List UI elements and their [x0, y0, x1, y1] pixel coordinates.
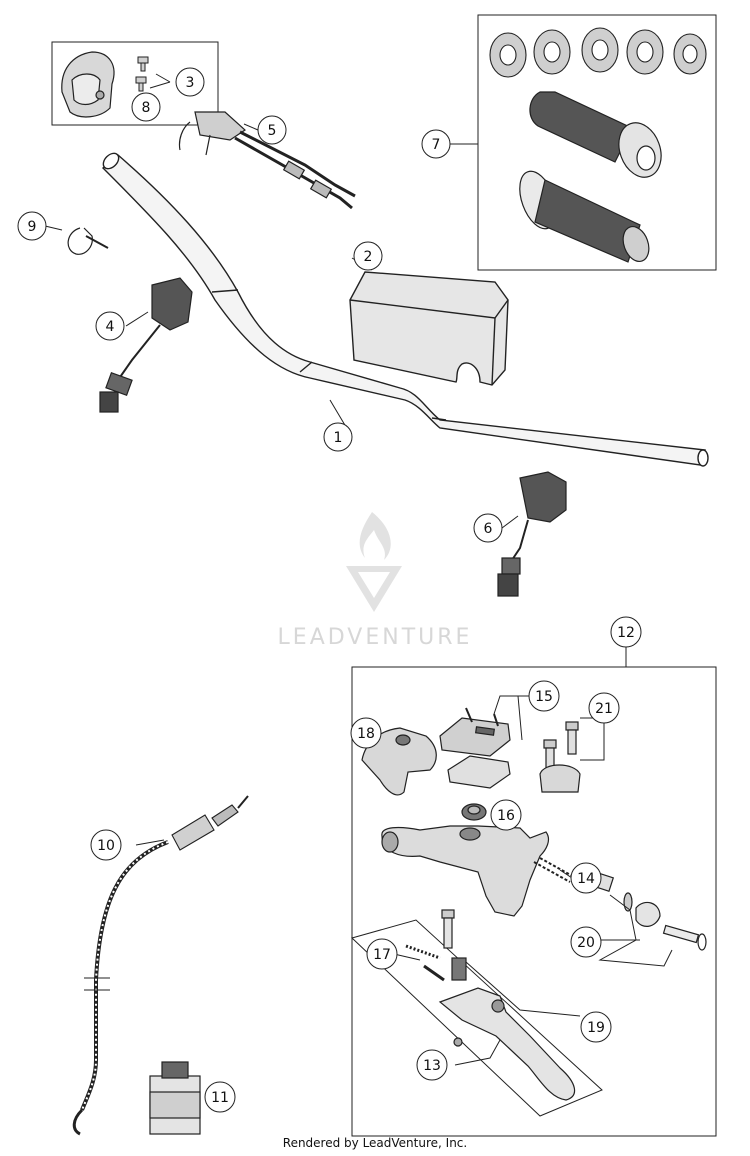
callout-4: 4 — [95, 311, 125, 341]
handlebar-part-1 — [101, 152, 709, 467]
callout-16: 16 — [490, 799, 522, 831]
callout-3: 3 — [175, 67, 205, 97]
callout-19: 19 — [580, 1011, 612, 1043]
brake-fluid-bottle-part-11 — [149, 1061, 201, 1135]
svg-text:12: 12 — [617, 625, 635, 641]
callout-17: 17 — [366, 938, 398, 970]
cover-part-3 — [61, 51, 115, 118]
svg-text:9: 9 — [28, 219, 37, 235]
lever-kit-frame — [351, 919, 603, 1117]
cable-tie-part-9 — [67, 227, 109, 255]
throttle-cables-part-5 — [178, 111, 356, 210]
leader-lines — [44, 73, 673, 1066]
switch-part-4 — [99, 277, 193, 413]
svg-text:13: 13 — [423, 1058, 441, 1074]
svg-text:17: 17 — [373, 947, 391, 963]
svg-text:19: 19 — [587, 1020, 605, 1036]
switch-part-6 — [497, 471, 567, 597]
svg-text:16: 16 — [497, 808, 515, 824]
svg-text:5: 5 — [268, 123, 277, 139]
master-cylinder-body — [381, 825, 550, 917]
bolts-part-21 — [539, 721, 581, 793]
svg-text:15: 15 — [535, 689, 553, 705]
callout-14: 14 — [570, 862, 602, 894]
svg-text:2: 2 — [364, 249, 373, 265]
svg-text:20: 20 — [577, 935, 595, 951]
boot-part-20 — [635, 901, 707, 951]
svg-text:4: 4 — [106, 319, 115, 335]
svg-text:1: 1 — [334, 430, 343, 446]
callout-5: 5 — [257, 115, 287, 145]
callout-20: 20 — [570, 926, 602, 958]
group-box-7 — [477, 14, 717, 271]
grips-part-7 — [519, 91, 662, 263]
callouts: 1 2 3 4 5 6 7 8 9 10 11 12 13 14 15 16 1… — [17, 67, 642, 1113]
lever-part-13 — [438, 987, 576, 1101]
bar-pad-part-2 — [349, 271, 509, 386]
svg-text:14: 14 — [577, 871, 595, 887]
callout-8: 8 — [131, 92, 161, 122]
svg-text:18: 18 — [357, 726, 375, 742]
svg-text:6: 6 — [484, 521, 493, 537]
callout-9: 9 — [17, 211, 47, 241]
callout-2: 2 — [353, 241, 383, 271]
watermark-text: LEADVENTURE — [278, 625, 473, 650]
footer-credit: Rendered by LeadVenture, Inc. — [282, 1136, 468, 1150]
reservoir-cover-part-15 — [439, 707, 511, 789]
svg-text:10: 10 — [97, 838, 115, 854]
group-box-3-8 — [51, 41, 219, 126]
callout-21: 21 — [588, 692, 620, 724]
callout-6: 6 — [473, 513, 503, 543]
svg-text:3: 3 — [186, 75, 195, 91]
callout-13: 13 — [416, 1049, 448, 1081]
callout-15: 15 — [528, 680, 560, 712]
callout-18: 18 — [350, 717, 382, 749]
callout-12: 12 — [610, 616, 642, 648]
callout-11: 11 — [204, 1081, 236, 1113]
diaphragm-part-16 — [461, 803, 487, 821]
callout-1: 1 — [323, 422, 353, 452]
callout-10: 10 — [90, 829, 122, 861]
group-box-12 — [351, 666, 717, 1137]
adjuster-part-17 — [405, 944, 467, 982]
leadventure-watermark: LEADVENTURE — [278, 512, 473, 650]
svg-text:11: 11 — [211, 1090, 229, 1106]
svg-text:21: 21 — [595, 701, 613, 717]
svg-text:7: 7 — [432, 137, 441, 153]
callout-7: 7 — [421, 129, 451, 159]
lever-pin — [441, 909, 455, 949]
screws-part-8 — [135, 56, 149, 92]
brake-hose-part-10 — [72, 795, 249, 1136]
svg-text:8: 8 — [142, 100, 151, 116]
throttle-cams-part-7 — [489, 27, 707, 78]
